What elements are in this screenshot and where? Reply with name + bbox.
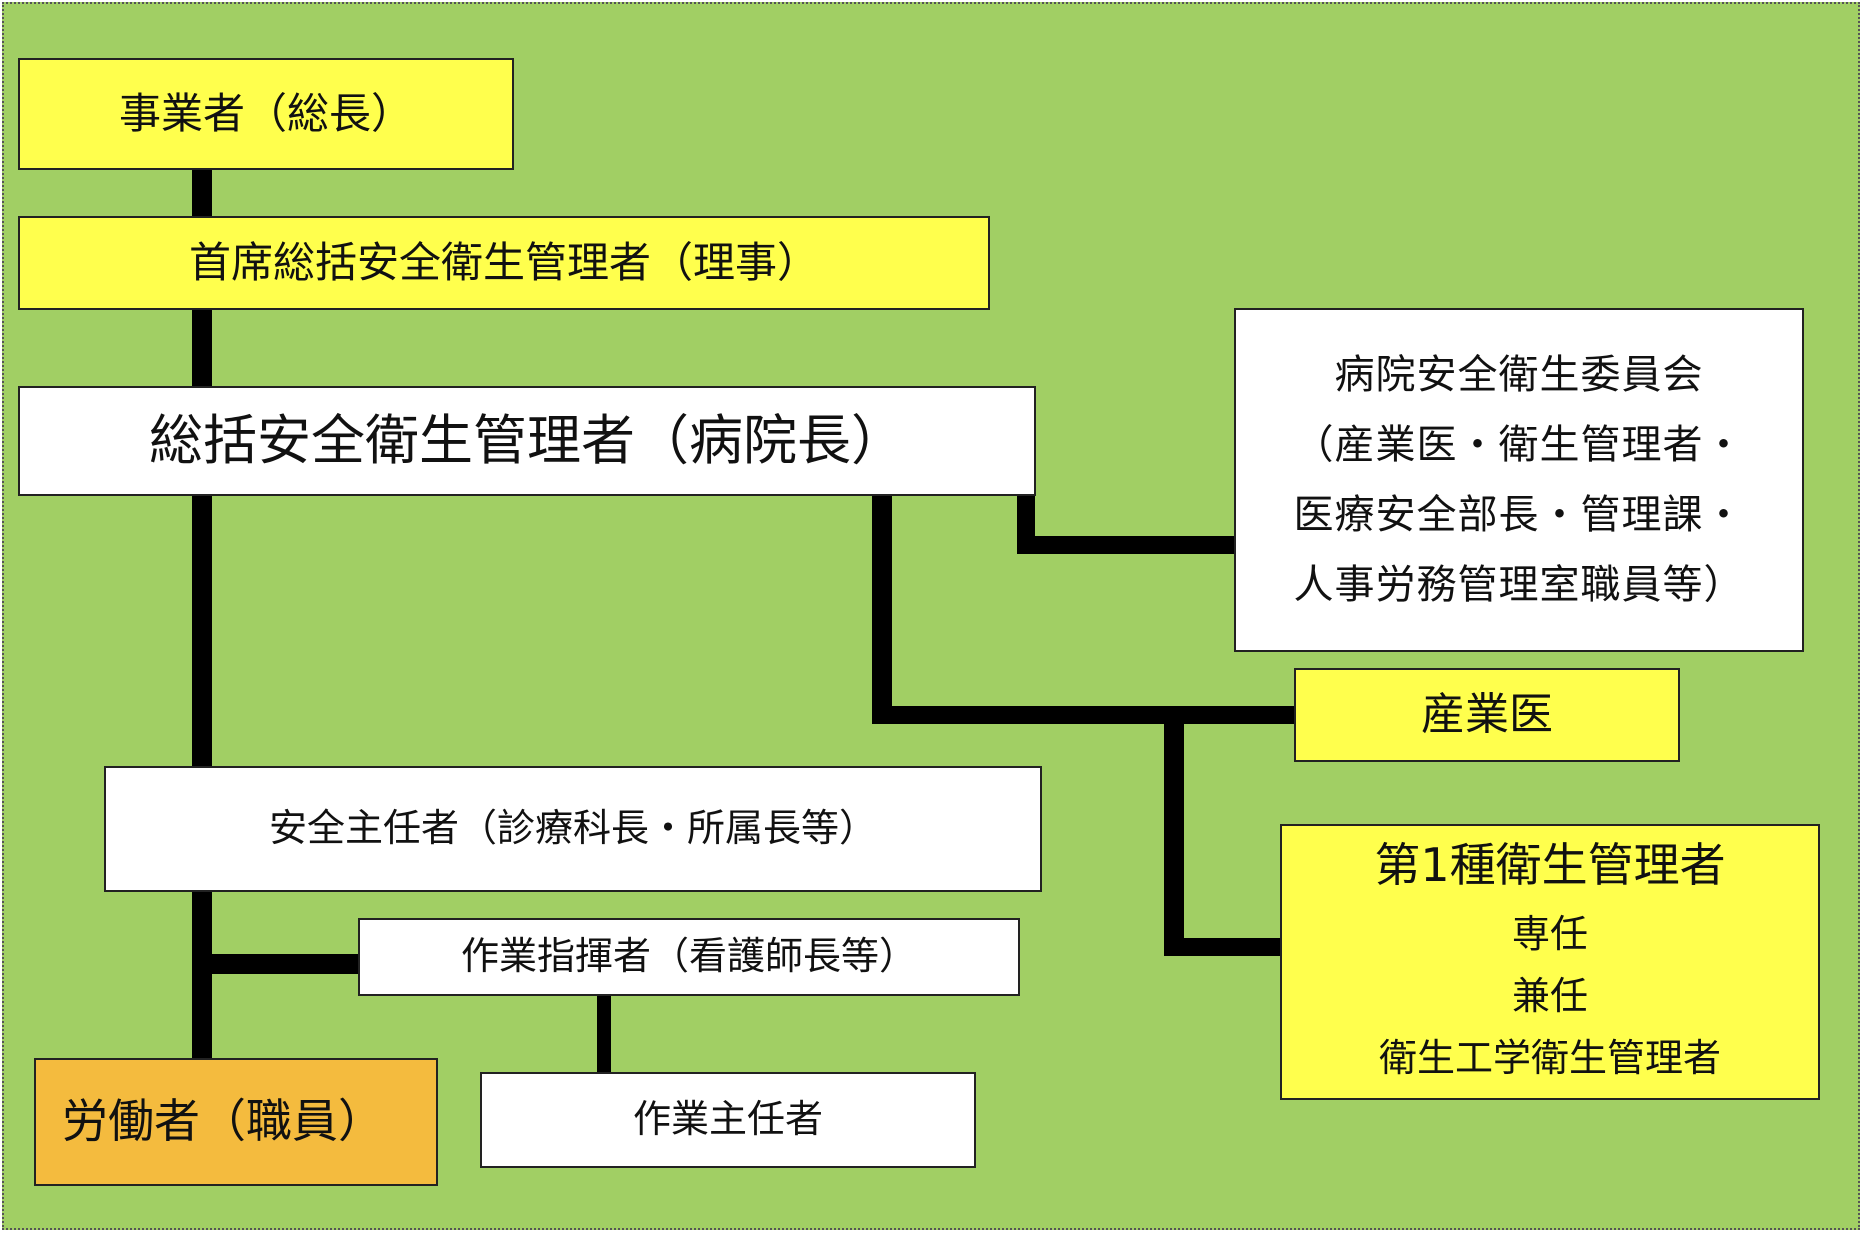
connector-chief-general: [192, 308, 212, 386]
workers-box: 労働者（職員）: [34, 1058, 438, 1186]
work-chief-label: 作業主任者: [632, 1097, 823, 1142]
hygiene-manager-item-dedicated: 専任: [1511, 912, 1588, 956]
connector-employer-chief: [192, 170, 212, 220]
connector-general-physician-across: [872, 706, 1296, 724]
connector-safety-workers: [192, 892, 212, 1058]
hygiene-manager-item-concurrent: 兼任: [1511, 974, 1588, 1018]
employer-label: 事業者（総長）: [118, 88, 413, 138]
general-manager-label: 総括安全衛生管理者（病院長）: [149, 408, 905, 472]
occupational-physician-label: 産業医: [1421, 688, 1553, 740]
employer-box: 事業者（総長）: [18, 58, 514, 170]
workers-label: 労働者（職員）: [62, 1094, 384, 1149]
hygiene-manager-title: 第1種衛生管理者: [1374, 838, 1726, 892]
connector-general-physician-down: [872, 494, 892, 724]
committee-line-3: 医療安全部長・管理課・: [1293, 492, 1745, 538]
work-commander-label: 作業指揮者（看護師長等）: [460, 934, 917, 979]
general-manager-box: 総括安全衛生管理者（病院長）: [18, 386, 1036, 496]
work-commander-box: 作業指揮者（看護師長等）: [358, 918, 1020, 996]
connector-physician-hygiene-across: [1164, 938, 1284, 956]
connector-general-committee-across: [1017, 536, 1237, 554]
connector-physician-hygiene-down: [1164, 706, 1184, 956]
connector-commander-workchief: [597, 996, 611, 1072]
committee-line-4: 人事労務管理室職員等）: [1293, 562, 1745, 608]
safety-chief-label: 安全主任者（診療科長・所属長等）: [268, 806, 877, 851]
safety-chief-box: 安全主任者（診療科長・所属長等）: [104, 766, 1042, 892]
committee-line-2: （産業医・衛生管理者・: [1293, 422, 1745, 468]
committee-line-1: 病院安全衛生委員会: [1334, 352, 1704, 398]
committee-box: 病院安全衛生委員会 （産業医・衛生管理者・ 医療安全部長・管理課・ 人事労務管理…: [1234, 308, 1804, 652]
connector-general-safety: [192, 494, 212, 766]
connector-lines: [192, 170, 1296, 1072]
chief-general-manager-label: 首席総括安全衛生管理者（理事）: [188, 237, 819, 287]
chief-general-manager-box: 首席総括安全衛生管理者（理事）: [18, 216, 990, 310]
work-chief-box: 作業主任者: [480, 1072, 976, 1168]
hygiene-manager-box: 第1種衛生管理者 専任 兼任 衛生工学衛生管理者: [1280, 824, 1820, 1100]
hygiene-manager-item-engineering: 衛生工学衛生管理者: [1378, 1036, 1721, 1080]
connector-workers-commander: [192, 954, 358, 974]
occupational-physician-box: 産業医: [1294, 668, 1680, 762]
